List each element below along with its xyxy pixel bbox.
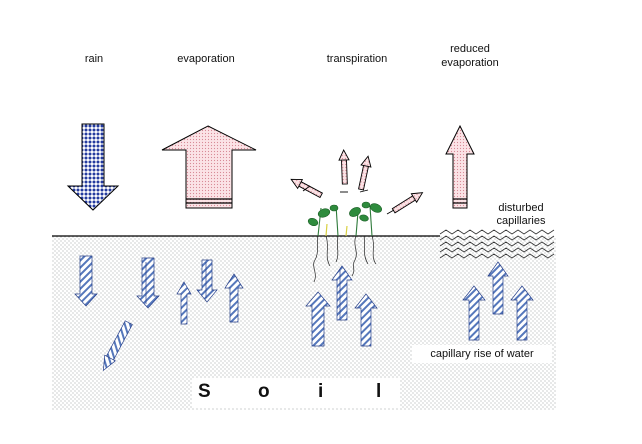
plants: [307, 201, 382, 283]
capillary-arrow-up-7: [487, 261, 509, 315]
soil-letter-i: i: [318, 381, 324, 402]
rain-arrow: [66, 123, 120, 211]
capillary-arrow-up-1: [176, 281, 192, 325]
transpiration-arrow-up-left: [338, 149, 350, 185]
capillary-rise-label: capillary rise of water: [430, 348, 534, 360]
capillary-arrow-up-4: [331, 265, 353, 321]
capillary-arrows: [74, 255, 534, 372]
capillary-arrow-up-6: [462, 285, 486, 341]
capillary-arrow-down-3: [196, 259, 218, 303]
soil-letter-o: o: [258, 381, 270, 402]
evaporation-arrow: [161, 125, 257, 209]
transpiration-arrow-up-right: [358, 155, 372, 191]
rain-label: rain: [84, 53, 104, 65]
capillary-arrow-diag: [103, 320, 133, 372]
capillary-arrow-up-8: [510, 285, 534, 341]
disturbed-capillaries-zigzag: [439, 229, 555, 259]
soil-letter-l: l: [376, 381, 382, 402]
capillary-rise-label-box: [412, 345, 552, 363]
capillary-arrow-down-1: [74, 255, 98, 307]
capillary-arrow-up-2: [224, 273, 244, 323]
reduced-evaporation-label-line1: reduced: [450, 43, 490, 55]
evaporation-arrow-base-lines: [186, 198, 232, 204]
reduced-evaporation-arrow: [445, 124, 475, 209]
transpiration-arrow-right: [391, 192, 424, 214]
reduced-evaporation-label-line2: evaporation: [441, 57, 499, 69]
transpiration-arrow-base-lines: [302, 185, 395, 215]
capillary-arrow-down-2: [136, 257, 160, 309]
evaporation-label: evaporation: [177, 53, 235, 65]
plant-roots: [313, 235, 377, 283]
soil-label-box: [192, 378, 400, 408]
capillary-arrow-up-5: [354, 293, 378, 347]
capillary-arrow-up-3: [305, 291, 331, 347]
transpiration-arrows: [290, 149, 424, 214]
soil-letter-s: S: [198, 381, 211, 402]
transpiration-arrow-left: [290, 178, 323, 199]
transpiration-label: transpiration: [326, 53, 388, 65]
reduced-evaporation-base-lines: [453, 198, 467, 204]
capillary-arrow-back-lines: [145, 262, 341, 318]
disturbed-capillaries-label-line2: capillaries: [496, 215, 546, 227]
disturbed-capillaries-label-line1: disturbed: [498, 202, 544, 214]
